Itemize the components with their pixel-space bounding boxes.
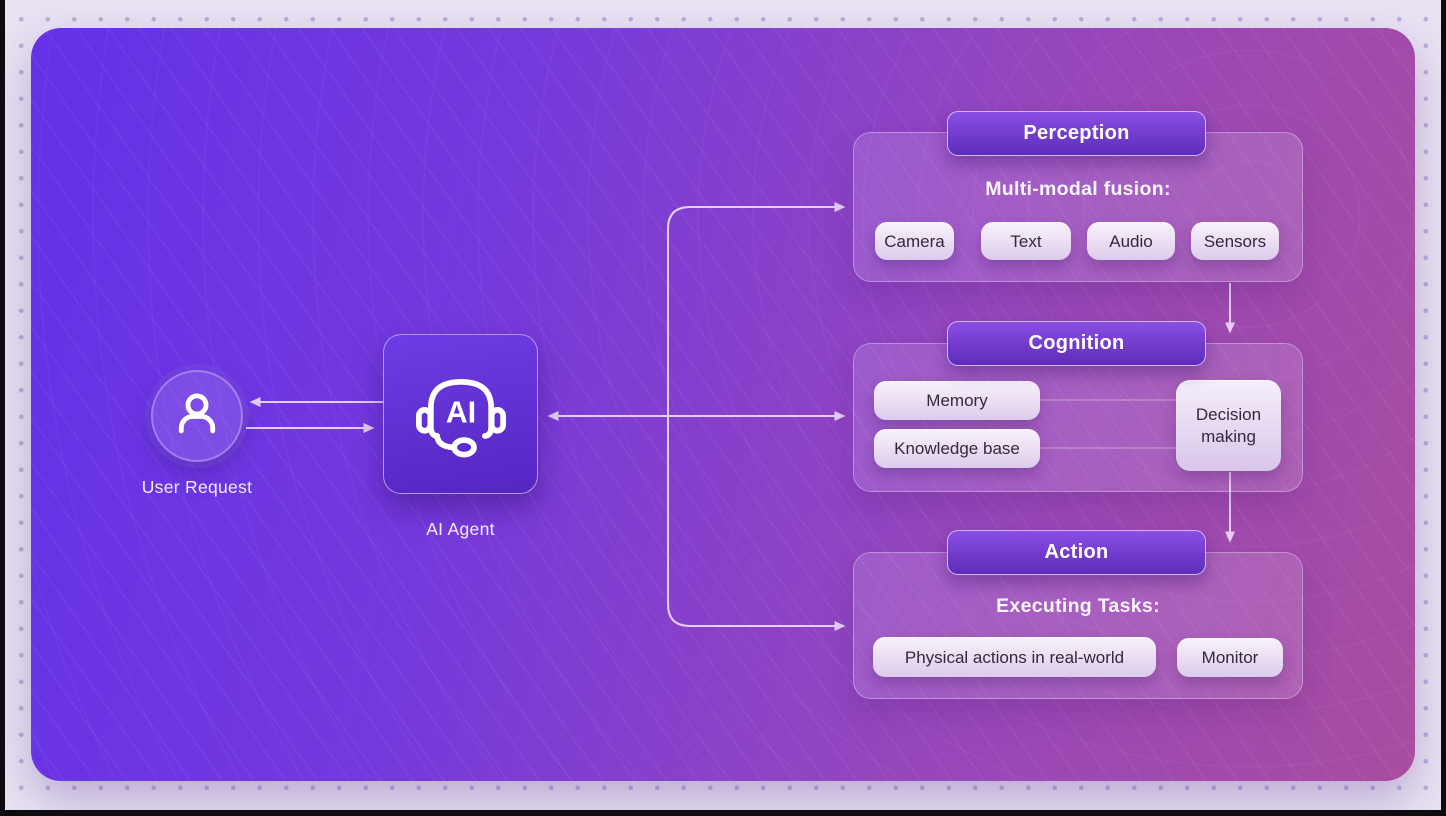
cognition-title-badge: Cognition bbox=[947, 321, 1206, 366]
action-heading: Executing Tasks: bbox=[996, 595, 1160, 617]
agent-label: AI Agent bbox=[426, 519, 495, 539]
chip-memory: Memory bbox=[874, 381, 1040, 420]
perception-heading: Multi-modal fusion: bbox=[985, 178, 1171, 200]
action-title: Action bbox=[1044, 541, 1109, 563]
user-label: User Request bbox=[141, 477, 253, 497]
chip-audio: Audio bbox=[1087, 222, 1175, 260]
screen-edge-bottom bbox=[0, 810, 1446, 816]
chip-sensors: Sensors bbox=[1191, 222, 1279, 260]
action-title-badge: Action bbox=[947, 530, 1206, 575]
chip-camera: Camera bbox=[875, 222, 954, 260]
screen-edge-left bbox=[0, 0, 5, 816]
ai-headset-icon: AI bbox=[409, 360, 513, 469]
chip-knowledge-base: Knowledge base bbox=[874, 429, 1040, 468]
agent-card: AI bbox=[383, 334, 538, 494]
ai-icon-text: AI bbox=[445, 396, 475, 429]
chip-monitor: Monitor bbox=[1177, 638, 1283, 677]
cognition-title: Cognition bbox=[1028, 332, 1125, 354]
perception-title-badge: Perception bbox=[947, 111, 1206, 156]
user-icon bbox=[168, 385, 226, 448]
decision-line-2: making bbox=[1201, 427, 1256, 446]
user-node bbox=[151, 370, 243, 462]
knowledge-to-decision-link bbox=[1040, 447, 1176, 449]
chip-text: Text bbox=[981, 222, 1071, 260]
decision-line-1: Decision bbox=[1195, 404, 1262, 424]
chip-physical-actions: Physical actions in real-world bbox=[873, 637, 1156, 677]
perception-title: Perception bbox=[1023, 122, 1130, 144]
decision-making-box: Decision making bbox=[1176, 380, 1281, 471]
screen-edge-right bbox=[1441, 0, 1446, 816]
memory-to-decision-link bbox=[1040, 399, 1176, 401]
